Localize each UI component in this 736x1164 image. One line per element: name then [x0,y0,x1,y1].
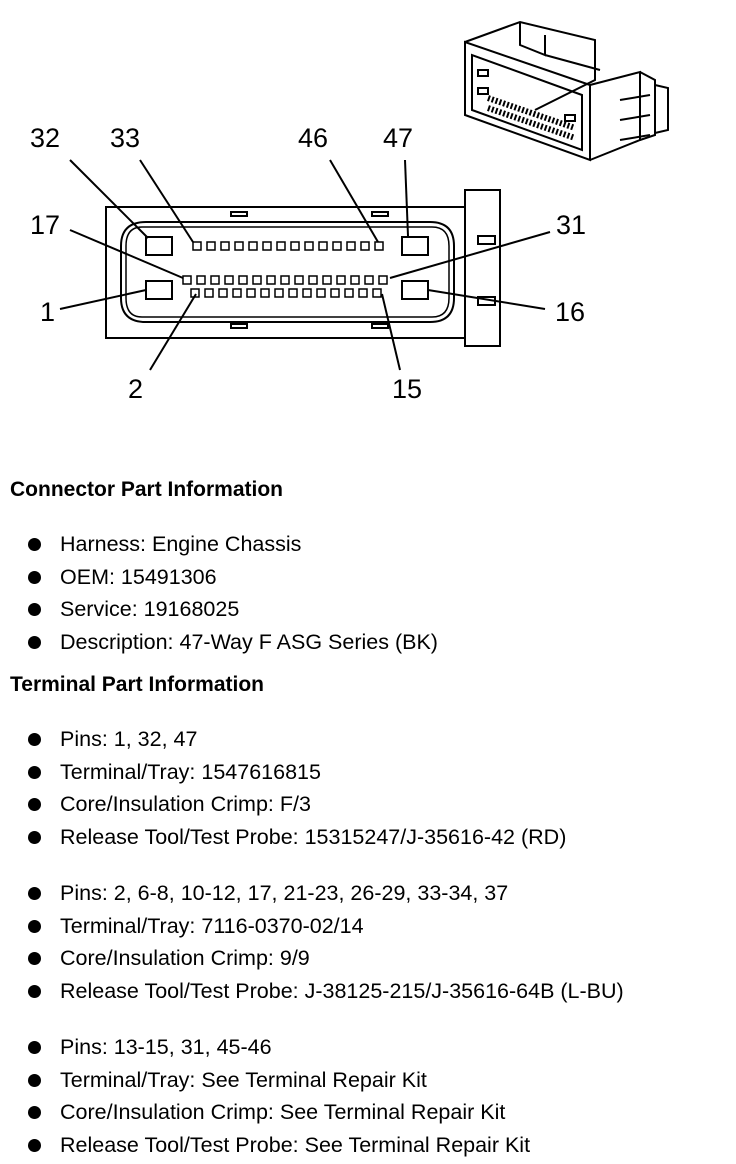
pin-cavity [206,241,216,251]
terminal-group-3: Pins: 13-15, 31, 45-46 Terminal/Tray: Se… [28,1031,530,1161]
terminal-heading: Terminal Part Information [10,673,264,696]
list-item: Terminal/Tray: 1547616815 [28,756,566,789]
pin-cavity [378,275,388,285]
terminal-group-2: Pins: 2, 6-8, 10-12, 17, 21-23, 26-29, 3… [28,877,624,1007]
pin-label-47: 47 [383,123,413,153]
list-item: OEM: 15491306 [28,561,438,594]
connector-heading: Connector Part Information [10,478,284,501]
list-item: Core/Insulation Crimp: 9/9 [28,942,624,975]
connector-3d-thumbnail [464,20,669,162]
pin-cavity [204,288,214,298]
pin-label-46: 46 [298,123,328,153]
terminal-group-1: Pins: 1, 32, 47 Terminal/Tray: 154761681… [28,723,566,853]
pin-cavity [192,241,202,251]
pin-label-1: 1 [40,297,55,327]
pin-cavity [266,275,276,285]
connector-list: Harness: Engine Chassis OEM: 15491306 Se… [28,528,438,658]
pin-cavity [232,288,242,298]
pin-cavity [360,241,370,251]
pin-cavity [372,288,382,298]
pin-cavity [290,241,300,251]
list-item: Core/Insulation Crimp: F/3 [28,788,566,821]
pin-cavity [332,241,342,251]
list-item: Core/Insulation Crimp: See Terminal Repa… [28,1096,530,1129]
pin-cavity [330,288,340,298]
pin-cavity [238,275,248,285]
pin-cavity [220,241,230,251]
pin-cavity [308,275,318,285]
pin-cavity [344,288,354,298]
pin-label-33: 33 [110,123,140,153]
pin-cavity [224,275,234,285]
pin-cavity [252,275,262,285]
list-item: Service: 19168025 [28,593,438,626]
list-item: Pins: 1, 32, 47 [28,723,566,756]
list-item: Pins: 13-15, 31, 45-46 [28,1031,530,1064]
pin-cavity [182,275,192,285]
pin-cavity [358,288,368,298]
pin-label-31: 31 [556,210,586,240]
pin-label-17: 17 [30,210,60,240]
pin-cavity [364,275,374,285]
list-item: Harness: Engine Chassis [28,528,438,561]
pin-cavity [346,241,356,251]
pin-cavity [234,241,244,251]
list-item: Description: 47-Way F ASG Series (BK) [28,626,438,659]
pin-cavity [294,275,304,285]
pin-cavity [196,275,206,285]
pin-label-32: 32 [30,123,60,153]
pin-label-15: 15 [392,374,422,404]
pin-cavity [374,241,384,251]
pin-cavity [248,241,258,251]
pin-cavity [336,275,346,285]
list-item: Pins: 2, 6-8, 10-12, 17, 21-23, 26-29, 3… [28,877,624,910]
pin-label-16: 16 [555,297,585,327]
list-item: Terminal/Tray: See Terminal Repair Kit [28,1064,530,1097]
pin-cavity [274,288,284,298]
pin-cavity [276,241,286,251]
list-item: Terminal/Tray: 7116-0370-02/14 [28,910,624,943]
pin-label-2: 2 [128,374,143,404]
pin-cavity [288,288,298,298]
list-item: Release Tool/Test Probe: See Terminal Re… [28,1129,530,1162]
pin-rows [182,241,388,298]
connector-face [105,189,501,347]
pin-cavity [260,288,270,298]
pin-cavity [302,288,312,298]
pin-cavity [304,241,314,251]
pin-cavity [322,275,332,285]
pin-cavity [350,275,360,285]
pin-cavity [246,288,256,298]
pin-cavity [318,241,328,251]
pin-cavity [218,288,228,298]
pin-cavity [316,288,326,298]
pin-cavity [210,275,220,285]
leader-lines [59,159,551,371]
connector-diagram: 32 33 46 47 17 31 1 16 2 15 [30,20,669,404]
list-item: Release Tool/Test Probe: 15315247/J-3561… [28,821,566,854]
pin-cavity [262,241,272,251]
list-item: Release Tool/Test Probe: J-38125-215/J-3… [28,975,624,1008]
pin-cavity [280,275,290,285]
